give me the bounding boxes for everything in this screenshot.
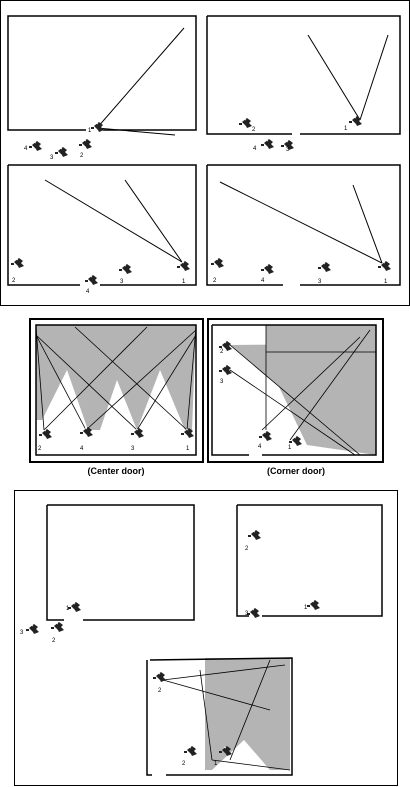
center-door-room: 2 4 3 1 xyxy=(35,324,197,456)
camera-number: 4 xyxy=(258,444,262,450)
camera-number: 1 xyxy=(66,606,70,612)
camera-number: 1 xyxy=(384,279,388,285)
camera-number: 3 xyxy=(220,379,224,385)
camera-number: 3 xyxy=(20,630,24,636)
room-2 xyxy=(206,15,401,135)
camera-number: 2 xyxy=(12,278,16,284)
corner-door-caption: (Corner door) xyxy=(267,466,325,476)
camera-number: 1 xyxy=(88,128,92,134)
camera-number: 4 xyxy=(86,289,90,295)
corner-door-room: 2 3 4 1 xyxy=(211,324,377,456)
camera-number: 1 xyxy=(288,445,292,451)
security-camera-icon xyxy=(25,529,321,635)
room-3 xyxy=(7,164,197,286)
camera-number: 3 xyxy=(318,279,322,285)
camera-number: 1 xyxy=(182,279,186,285)
top-frame xyxy=(0,0,410,306)
camera-number: 4 xyxy=(80,446,84,452)
camera-number: 1 xyxy=(304,605,308,611)
camera-number: 4 xyxy=(261,278,265,284)
camera-number: 3 xyxy=(286,147,290,153)
camera-number: 2 xyxy=(80,153,84,159)
bottom-room-b xyxy=(236,504,383,617)
camera-number: 3 xyxy=(131,446,135,452)
camera-number: 4 xyxy=(253,146,257,152)
camera-numbers: 1 4 3 2 2 4 3 1 2 4 3 1 2 4 3 1 xyxy=(12,126,388,295)
security-camera-icon xyxy=(10,115,392,286)
camera-number: 2 xyxy=(252,127,256,133)
bottom-room-a xyxy=(46,504,195,621)
camera-number: 3 xyxy=(245,611,249,617)
camera-number: 2 xyxy=(38,446,42,452)
camera-number: 2 xyxy=(245,546,249,552)
camera-number: 3 xyxy=(120,279,124,285)
camera-number: 2 xyxy=(213,278,217,284)
camera-number: 4 xyxy=(24,146,28,152)
camera-number: 2 xyxy=(158,688,162,694)
center-door-caption: (Center door) xyxy=(87,466,145,476)
bottom-room-c: 2 2 1 xyxy=(146,657,293,776)
camera-number: 2 xyxy=(220,349,224,355)
camera-number: 1 xyxy=(344,126,348,132)
camera-number: 2 xyxy=(182,761,186,767)
camera-number: 3 xyxy=(50,155,54,161)
room-4 xyxy=(206,164,401,286)
room-1 xyxy=(7,15,197,136)
camera-number: 1 xyxy=(214,761,218,767)
camera-number: 2 xyxy=(52,638,56,644)
camera-number: 1 xyxy=(186,446,190,452)
